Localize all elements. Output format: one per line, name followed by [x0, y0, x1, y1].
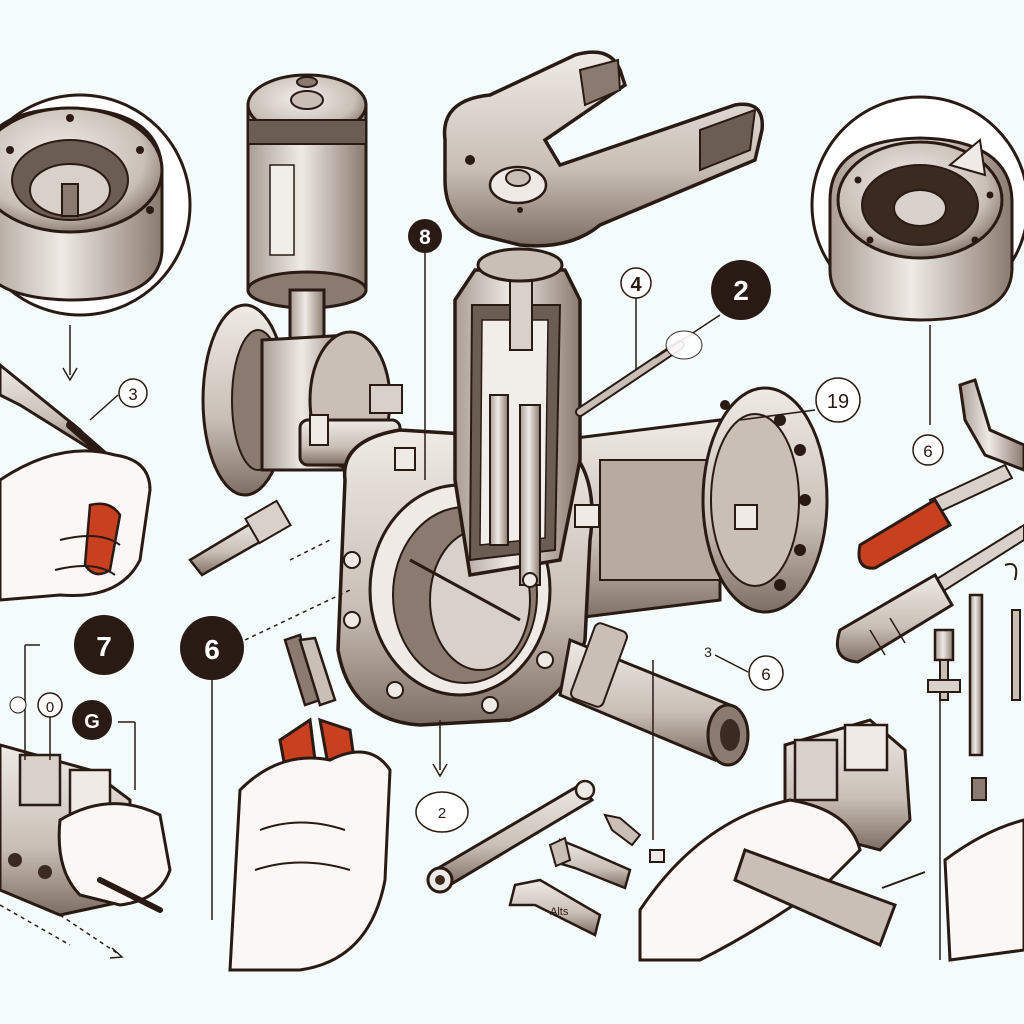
hammer-tool: [958, 378, 1024, 472]
svg-text:8: 8: [419, 226, 431, 249]
callout-19: 19: [815, 377, 861, 423]
svg-text:6: 6: [761, 665, 770, 684]
bracket-block-left: [0, 743, 172, 917]
bonnet-cutaway: [453, 247, 582, 588]
output-shaft: [558, 622, 750, 767]
screwdriver-grey: [835, 523, 1024, 664]
bracket-block-right: [638, 718, 1024, 962]
svg-text:7: 7: [96, 631, 112, 662]
wrench-medium: [548, 836, 632, 890]
callout-0-small: 0: [9, 692, 63, 718]
tool-engraving: Alts: [550, 906, 569, 918]
pin-rod-upper-right: [575, 340, 685, 417]
svg-text:2: 2: [438, 805, 446, 822]
screwdriver-red: [857, 463, 1014, 570]
wrench-long: [426, 779, 596, 894]
bolt-pin-left: [188, 499, 292, 577]
bearing-housing-topleft: [0, 93, 192, 317]
svg-text:6: 6: [204, 634, 220, 665]
callout-3-left: 3: [118, 378, 148, 408]
bearing-housing-topright: [810, 95, 1024, 322]
callout-6-mid: 6: [748, 655, 784, 691]
left-flange: [201, 303, 403, 497]
callout-7: 7: [74, 615, 134, 675]
svg-text:2: 2: [733, 275, 749, 306]
svg-text:3: 3: [128, 385, 137, 404]
callout-8: 8: [408, 219, 442, 253]
svg-text:19: 19: [827, 391, 849, 413]
hand-with-wrench-left: [0, 363, 152, 602]
actuator-cylinder: [246, 73, 368, 342]
pins-right: [927, 563, 1021, 801]
svg-text:6: 6: [923, 442, 932, 461]
yoke-handle: [442, 50, 764, 248]
callout-4: 4: [620, 267, 652, 299]
callout-G: G: [72, 700, 112, 740]
svg-text:0: 0: [46, 699, 54, 716]
callout-6-right: 6: [912, 434, 944, 466]
callout-3-mid: 3: [704, 644, 712, 660]
arrow-down-topleft: [62, 325, 78, 382]
wrench-short: Alts: [508, 878, 602, 937]
svg-text:G: G: [84, 711, 100, 733]
callout-2-top: 2: [665, 260, 771, 360]
callout-6-pliers: 6: [180, 616, 244, 680]
svg-text:3: 3: [704, 644, 712, 660]
pliers-in-hand: [228, 633, 392, 972]
small-wrench-and-nut: [603, 813, 665, 863]
svg-text:4: 4: [630, 274, 642, 296]
arrows-bottomleft: [0, 904, 124, 959]
callout-2-bottom: 2: [415, 791, 469, 833]
